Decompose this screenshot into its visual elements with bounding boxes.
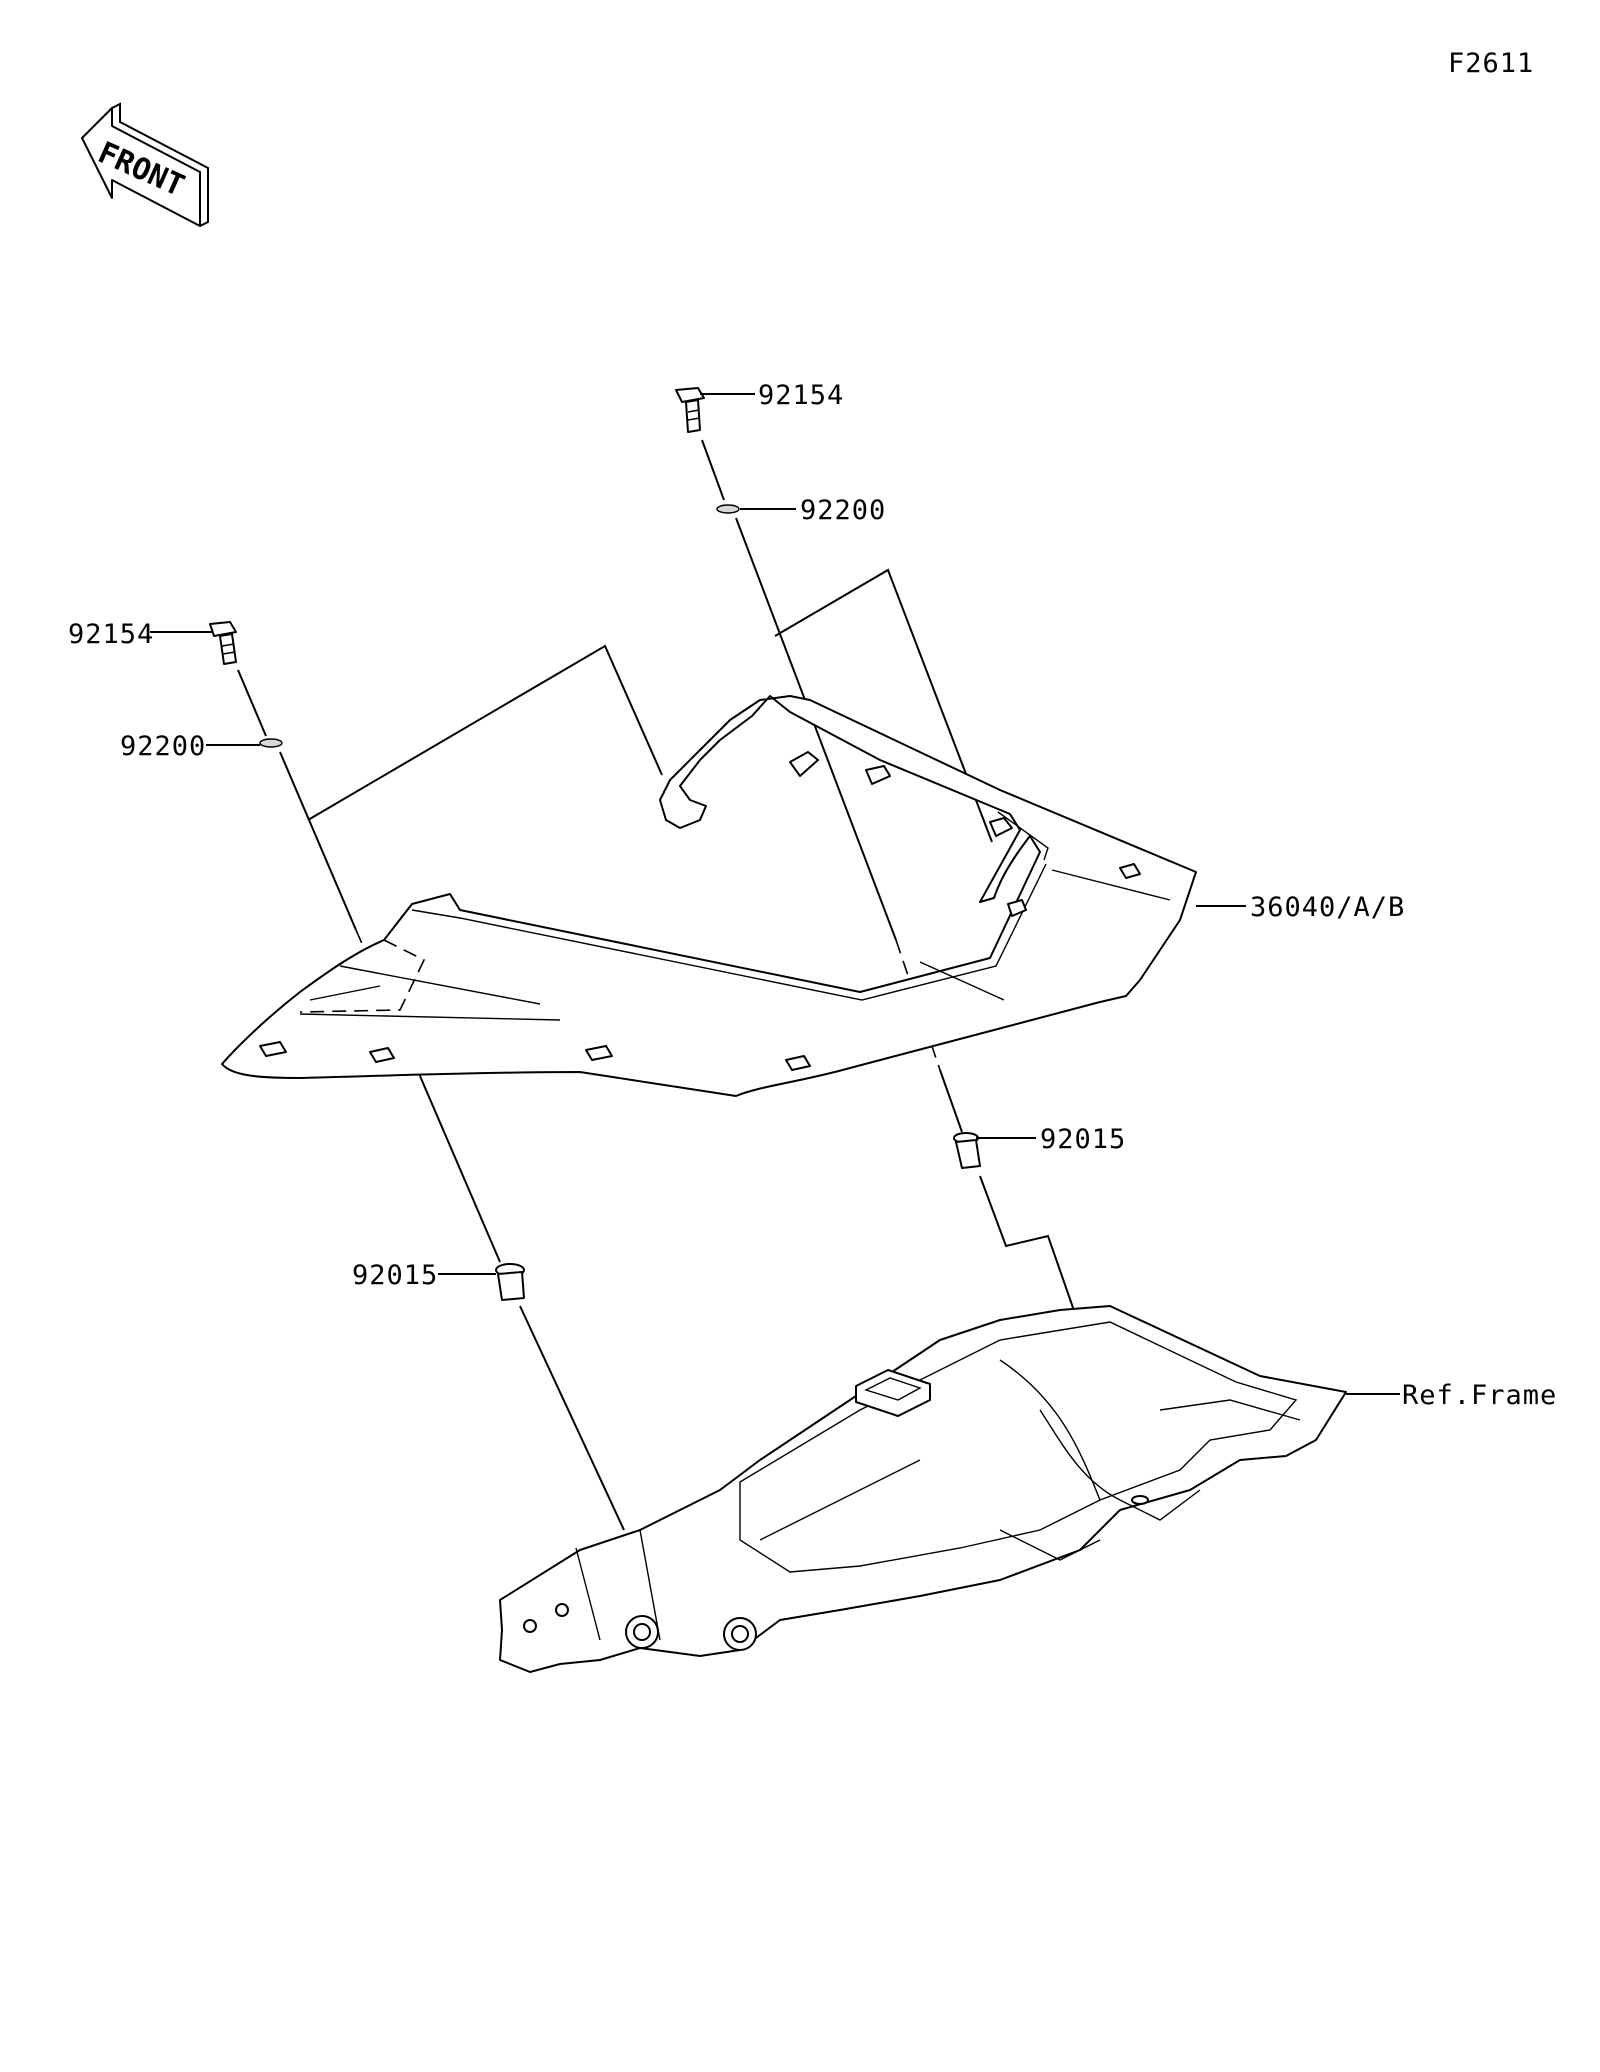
front-direction-arrow-icon: FRONT xyxy=(81,102,209,227)
collar-left xyxy=(495,1263,525,1301)
seat-cover xyxy=(221,568,1197,1097)
label-washer-left: 92200 xyxy=(120,731,206,762)
bolt-upper xyxy=(675,387,705,433)
label-washer-upper: 92200 xyxy=(800,495,886,526)
label-bolt-left: 92154 xyxy=(68,619,154,650)
figure-code: F2611 xyxy=(1448,48,1534,79)
label-bolt-upper: 92154 xyxy=(758,380,844,411)
bolt-left xyxy=(209,621,237,665)
label-ref-frame: Ref.Frame xyxy=(1402,1380,1557,1411)
label-seat-cover: 36040/A/B xyxy=(1250,892,1405,923)
label-collar-right: 92015 xyxy=(1040,1124,1126,1155)
washer-left xyxy=(259,738,283,748)
ref-frame xyxy=(499,1305,1347,1673)
label-collar-left: 92015 xyxy=(352,1260,438,1291)
collar-right xyxy=(953,1132,981,1169)
washer-upper xyxy=(716,504,740,514)
